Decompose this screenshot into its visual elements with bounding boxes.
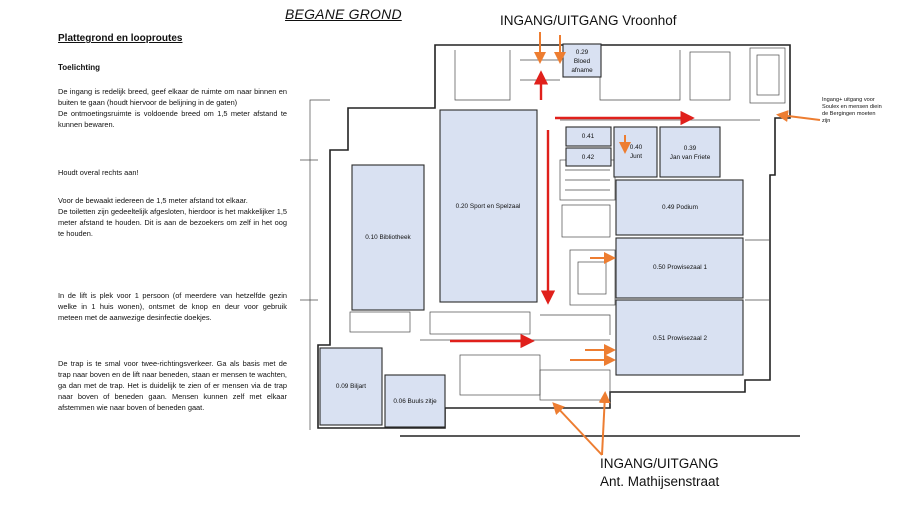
label-0-40-a: 0.40 <box>630 144 643 151</box>
label-0-49: 0.49 Podium <box>662 204 698 211</box>
room-0-20 <box>439 109 538 303</box>
room-0-51 <box>615 299 744 376</box>
room-0-39 <box>659 126 721 178</box>
label-0-29-a: 0.29 <box>576 49 589 56</box>
room-0-10 <box>351 164 425 311</box>
room-0-42 <box>565 147 612 167</box>
label-0-51: 0.51 Prowisezaal 2 <box>653 335 707 342</box>
subheading: Toelichting <box>58 63 101 72</box>
label-0-06: 0.06 Buuls zitje <box>393 398 437 405</box>
section-title: Plattegrond en looproutes <box>58 33 183 44</box>
entrance-mathijsen-line2: Ant. Mathijsenstraat <box>600 474 720 489</box>
explanation-block-2: Voor de bewaakt iedereen de 1,5 meter af… <box>58 195 287 239</box>
paragraph-keep-right: Houdt overal rechts aan! <box>58 168 139 177</box>
label-0-09: 0.09 Biljart <box>336 383 366 390</box>
entrance-mathijsen-label: INGANG/UITGANG Ant. Mathijsenstraat <box>600 455 719 491</box>
room-labels: 0.29 Bloed afname 0.41 0.42 0.40 Junt 0.… <box>336 49 711 405</box>
label-0-50: 0.50 Prowisezaal 1 <box>653 264 707 271</box>
paragraph-entrance: De ingang is redelijk breed, geef elkaar… <box>58 87 287 107</box>
explanation-block-1: De ingang is redelijk breed, geef elkaar… <box>58 86 287 130</box>
room-0-50 <box>615 237 744 299</box>
paragraph-toilets: De toiletten zijn gedeeltelijk afgeslote… <box>58 207 287 238</box>
label-0-41: 0.41 <box>582 133 595 140</box>
label-0-42: 0.42 <box>582 154 595 161</box>
paragraph-meeting-room: De ontmoetingsruimte is voldoende breed … <box>58 109 287 129</box>
soulex-entrance-note: Ingang+ uitgang voor Soulex en mensen di… <box>822 97 882 124</box>
paragraph-distance: Voor de bewaakt iedereen de 1,5 meter af… <box>58 196 248 205</box>
label-0-29-c: afname <box>571 67 593 74</box>
label-0-39-b: Jan van Friete <box>670 154 711 161</box>
room-0-40 <box>613 126 658 178</box>
label-0-20: 0.20 Sport en Spelzaal <box>456 203 521 210</box>
room-0-41 <box>565 126 612 147</box>
floor-heading: BEGANE GROND <box>285 6 402 22</box>
entry-arrow-mathijsen-1 <box>552 402 603 456</box>
room-0-49 <box>615 179 744 236</box>
room-0-29 <box>562 43 602 78</box>
label-0-39-a: 0.39 <box>684 145 697 152</box>
entrance-mathijsen-line1: INGANG/UITGANG <box>600 456 719 471</box>
entry-arrow-soulex <box>776 110 821 122</box>
walking-routes <box>450 70 695 349</box>
label-0-29-b: Bloed <box>574 58 591 65</box>
label-0-10: 0.10 Bibliotheek <box>365 234 411 241</box>
label-0-40-b: Junt <box>630 153 642 160</box>
rooms <box>319 43 744 428</box>
paragraph-elevator: In de lift is plek voor 1 persoon (of me… <box>58 291 287 322</box>
room-0-09 <box>319 347 383 426</box>
entrance-vroonhof-label: INGANG/UITGANG Vroonhof <box>500 13 677 28</box>
paragraph-stairs: De trap is te smal voor twee-richtingsve… <box>58 359 287 412</box>
room-0-06 <box>384 374 446 428</box>
entry-arrows <box>534 32 821 456</box>
entry-arrow-mathijsen-2 <box>598 391 611 456</box>
